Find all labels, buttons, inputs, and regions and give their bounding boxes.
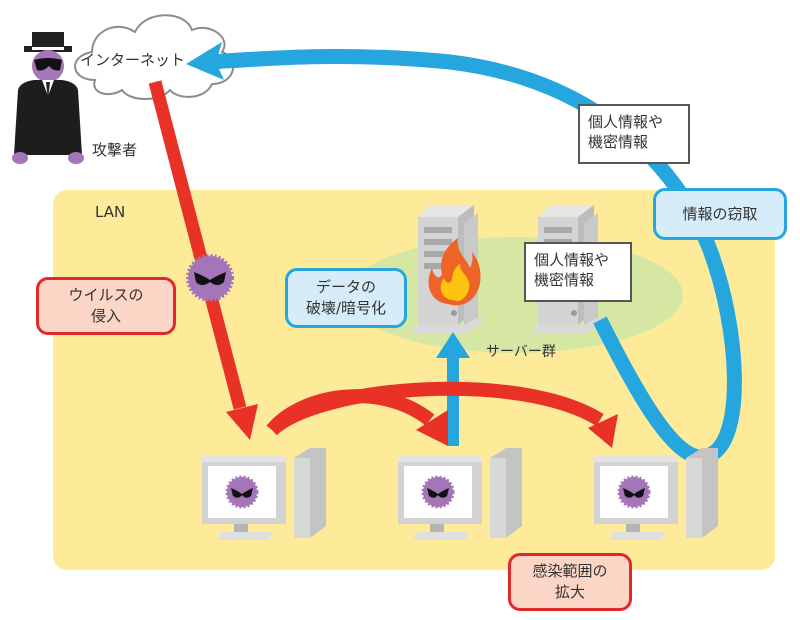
pc-icon [202,448,326,540]
attacker-icon [12,32,84,164]
info-theft-callout: 情報の窃取 [653,188,787,240]
fire-icon [428,238,481,306]
note-line: 個人情報や [588,113,664,131]
spread-callout: 感染範囲の 拡大 [508,553,632,611]
callout-line: 破壊/暗号化 [305,299,387,317]
pc-icon [398,448,522,540]
internet-cloud [74,14,235,100]
pc-icon [594,448,718,540]
callout-line: 情報の窃取 [682,204,758,223]
attacker-label: 攻撃者 [92,141,138,159]
virus-icon [186,254,234,302]
callout-line: 侵入 [90,307,121,325]
callout-line: ウイルスの [68,286,144,304]
callout-line: 感染範囲の [532,562,608,580]
stolen-data-note: 個人情報や 機密情報 [578,104,690,164]
data-destruction-callout: データの 破壊/暗号化 [285,268,407,328]
server-data-note: 個人情報や 機密情報 [524,242,632,302]
spread-arrows [266,381,618,448]
callout-line: データの [315,278,376,296]
attack-server-arrow [436,332,470,446]
note-line: 機密情報 [534,271,595,290]
internet-label: インターネット [80,51,186,69]
virus-intrusion-callout: ウイルスの 侵入 [36,277,176,335]
server-group-label: サーバー群 [486,344,556,360]
callout-line: 拡大 [554,583,585,601]
note-line: 機密情報 [588,133,649,152]
lan-label: LAN [95,203,126,221]
note-line: 個人情報や [534,251,610,269]
intrusion-arrow [148,80,258,440]
